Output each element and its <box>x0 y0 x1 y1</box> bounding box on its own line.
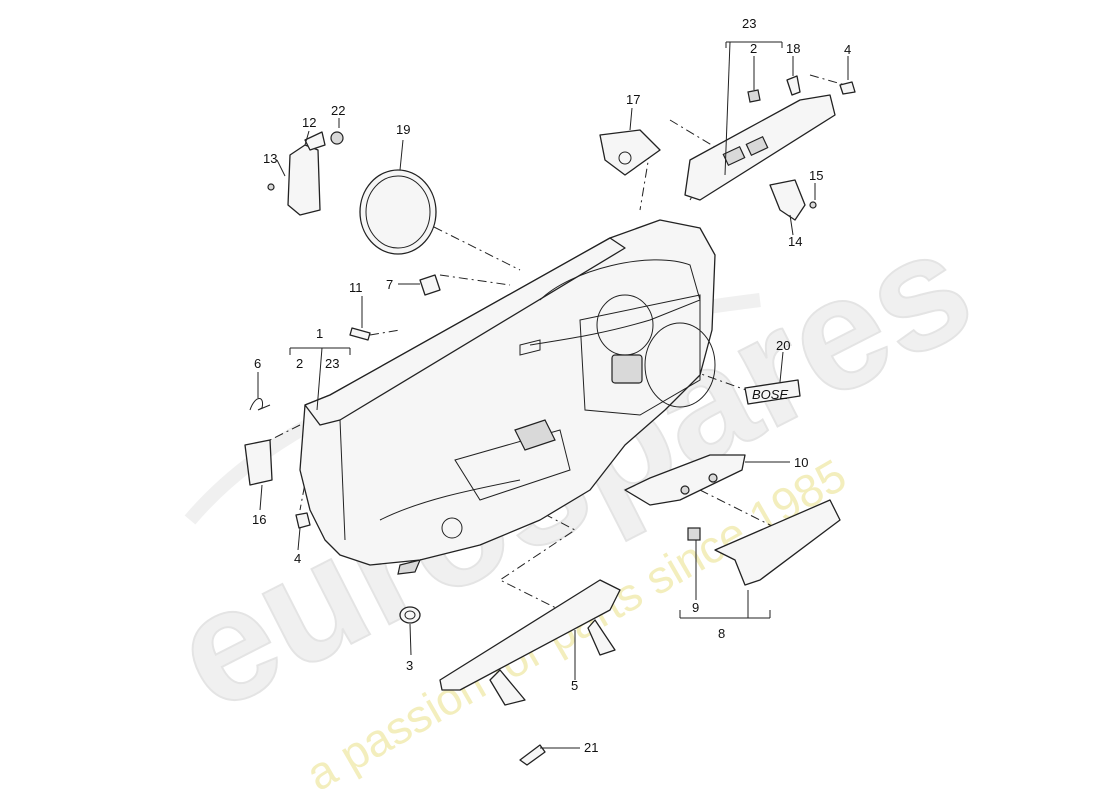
clip-18 <box>786 75 801 96</box>
callout-12: 12 <box>302 115 316 130</box>
spring-6 <box>249 398 271 411</box>
callout-2a: 2 <box>296 356 303 371</box>
cap-16 <box>244 439 273 486</box>
callout-5: 5 <box>571 678 578 693</box>
callout-21: 21 <box>584 740 598 755</box>
callout-19: 19 <box>396 122 410 137</box>
screw-4-top <box>839 81 856 95</box>
callout-9: 9 <box>692 600 699 615</box>
screw-15 <box>809 201 817 209</box>
callout-8: 8 <box>718 626 725 641</box>
callout-16: 16 <box>252 512 266 527</box>
callout-6: 6 <box>254 356 261 371</box>
callout-23b: 23 <box>742 16 756 31</box>
clip-7 <box>419 274 441 296</box>
callout-4-top: 4 <box>844 42 851 57</box>
callout-11: 11 <box>349 280 363 295</box>
callout-4-bottom: 4 <box>294 551 301 566</box>
callout-14: 14 <box>788 234 802 249</box>
pull-handle <box>624 454 746 506</box>
callout-10: 10 <box>794 455 808 470</box>
hook-21 <box>519 744 546 766</box>
screw-11 <box>349 327 371 341</box>
callout-18: 18 <box>786 41 800 56</box>
door-trim-panel <box>299 219 716 575</box>
bose-badge: BOSE <box>744 379 801 405</box>
callout-22: 22 <box>331 103 345 118</box>
grommet-3 <box>399 606 421 624</box>
trim-strip-8 <box>714 499 841 586</box>
callout-1: 1 <box>316 326 323 341</box>
window-switch-panel <box>684 94 836 201</box>
tweeter-cover <box>769 179 806 221</box>
trim-9 <box>687 527 701 541</box>
callout-2b: 2 <box>750 41 757 56</box>
pocket-trim-5 <box>439 579 621 706</box>
clip-2 <box>747 89 761 103</box>
callout-23a: 23 <box>325 356 339 371</box>
callout-17: 17 <box>626 92 640 107</box>
speaker-ring <box>359 169 437 255</box>
callout-15: 15 <box>809 168 823 183</box>
bolt-4 <box>295 512 311 529</box>
callout-3: 3 <box>406 658 413 673</box>
leader-lines <box>257 41 849 749</box>
callout-20: 20 <box>776 338 790 353</box>
callout-7: 7 <box>386 277 393 292</box>
callouts: 1 2 23 3 4 4 5 6 7 8 9 10 11 12 13 14 15… <box>252 16 851 755</box>
mirror-cover <box>599 129 661 176</box>
callout-13: 13 <box>263 151 277 166</box>
bose-badge-text: BOSE <box>752 387 788 402</box>
